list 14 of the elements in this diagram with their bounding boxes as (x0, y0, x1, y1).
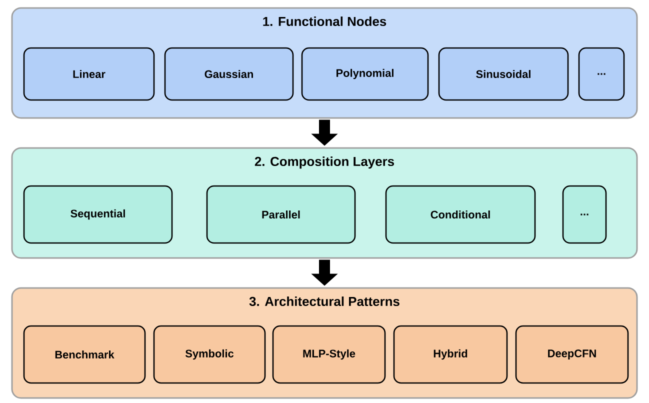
component-box: MLP-Style (272, 325, 386, 384)
component-box: Conditional (385, 185, 536, 244)
component-box: Polynomial (301, 47, 429, 101)
component-box: Gaussian (164, 47, 294, 101)
component-box: Hybrid (393, 325, 508, 384)
component-box: ... (578, 47, 625, 101)
component-box: Parallel (206, 185, 356, 244)
component-box: DeepCFN (515, 325, 629, 384)
component-box: ... (562, 185, 607, 244)
component-box: Sequential (23, 185, 173, 244)
component-box: Linear (23, 47, 155, 101)
component-box: Benchmark (23, 325, 146, 384)
component-box: Symbolic (153, 325, 266, 384)
component-box: Sinusoidal (438, 47, 569, 101)
